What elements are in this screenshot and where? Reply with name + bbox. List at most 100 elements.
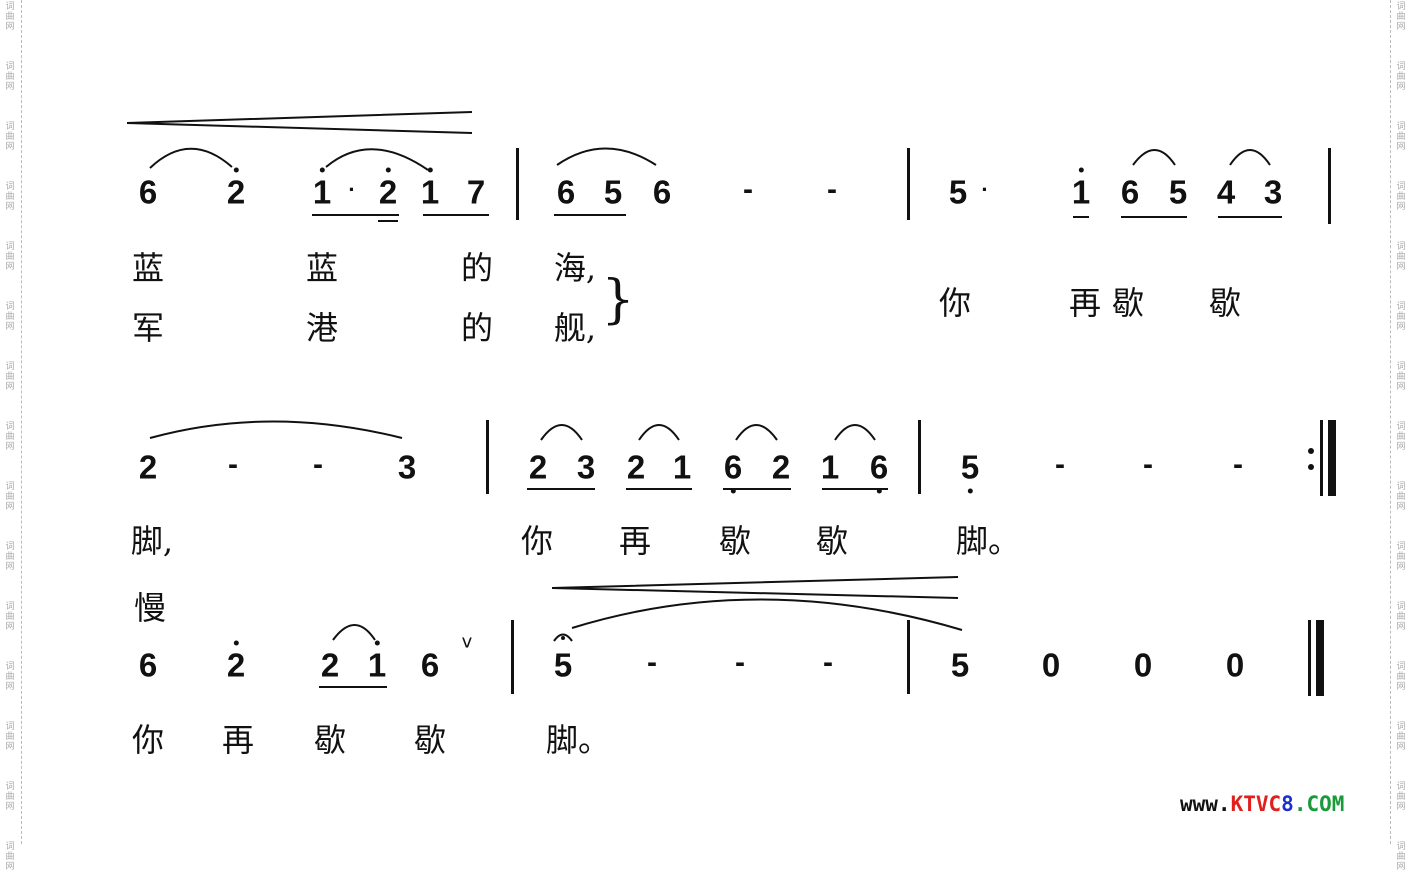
extension-dash: - bbox=[1233, 448, 1243, 481]
lyric: 脚。 bbox=[545, 721, 611, 759]
score-curves bbox=[126, 111, 1271, 642]
slur bbox=[325, 148, 429, 171]
watermark-text: 词曲网 bbox=[1396, 2, 1406, 32]
watermark-text: 词曲网 bbox=[5, 122, 15, 152]
note: 6 bbox=[869, 448, 889, 494]
watermark-text: 词曲网 bbox=[5, 422, 15, 452]
underline bbox=[822, 488, 888, 490]
lyric: 的 bbox=[460, 309, 494, 347]
note: 1 bbox=[672, 448, 692, 486]
lyric: 蓝 bbox=[305, 249, 339, 287]
note: 0 bbox=[1041, 646, 1061, 684]
margin-line-right bbox=[1390, 0, 1391, 844]
underline bbox=[378, 220, 398, 222]
watermark-text: 词曲网 bbox=[1396, 422, 1406, 452]
note: 5 bbox=[960, 448, 980, 494]
barline bbox=[516, 148, 519, 220]
hairpin-row3 bbox=[551, 576, 959, 599]
note: 1 bbox=[820, 448, 840, 486]
lyric: 歇 bbox=[413, 721, 447, 759]
underline bbox=[554, 214, 626, 216]
watermark-text: 词曲网 bbox=[1396, 362, 1406, 392]
extension-dash: - bbox=[313, 448, 323, 481]
extension-dash: - bbox=[735, 646, 745, 679]
underline bbox=[312, 214, 399, 216]
watermark-text: 词曲网 bbox=[5, 362, 15, 392]
note: 5 bbox=[950, 646, 970, 684]
lyric: 军 bbox=[131, 309, 165, 347]
note: 2 bbox=[226, 167, 246, 211]
note: 2 bbox=[320, 646, 340, 684]
watermark-text: 词曲网 bbox=[5, 842, 15, 872]
barline bbox=[907, 620, 910, 694]
slur bbox=[1132, 149, 1176, 166]
watermark-text: 词曲网 bbox=[1396, 122, 1406, 152]
lyric: 歇 bbox=[313, 721, 347, 759]
extension-dash: - bbox=[827, 173, 837, 206]
watermark-text: 词曲网 bbox=[5, 482, 15, 512]
note: 5 bbox=[553, 646, 573, 684]
slur bbox=[1229, 149, 1271, 166]
slur bbox=[638, 424, 680, 441]
lyric: 你 bbox=[520, 522, 554, 560]
watermark-text: 词曲网 bbox=[5, 242, 15, 272]
lyric: 蓝 bbox=[131, 249, 165, 287]
lyric: 你 bbox=[131, 721, 165, 759]
watermark-text: 词曲网 bbox=[5, 662, 15, 692]
note: 2 bbox=[138, 448, 158, 486]
url-prefix: www. bbox=[1180, 792, 1231, 816]
url-brand: KTVC bbox=[1230, 792, 1282, 816]
extension-dash: - bbox=[823, 646, 833, 679]
note: 3 bbox=[397, 448, 417, 486]
lyric: 的 bbox=[460, 249, 494, 287]
watermark-text: 词曲网 bbox=[5, 782, 15, 812]
note: 4 bbox=[1216, 173, 1236, 211]
lyric: 歇 bbox=[718, 522, 752, 560]
note: 0 bbox=[1133, 646, 1153, 684]
url-suffix: .COM bbox=[1293, 792, 1345, 816]
slur bbox=[149, 147, 233, 169]
barline bbox=[907, 148, 910, 220]
final-barline bbox=[1308, 620, 1328, 696]
watermark-text: 词曲网 bbox=[1396, 62, 1406, 92]
note: 1 bbox=[420, 167, 440, 211]
extension-dash: - bbox=[743, 173, 753, 206]
lyric: 歇 bbox=[815, 522, 849, 560]
note: 6 bbox=[138, 646, 158, 684]
underline bbox=[527, 488, 595, 490]
watermark-text: 词曲网 bbox=[1396, 182, 1406, 212]
watermark-text: 词曲网 bbox=[1396, 782, 1406, 812]
barline bbox=[486, 420, 489, 494]
underline bbox=[423, 214, 489, 216]
barline bbox=[511, 620, 514, 694]
note: 5 bbox=[1168, 173, 1188, 211]
lyric: 再 bbox=[618, 522, 652, 560]
watermark-text: 词曲网 bbox=[1396, 842, 1406, 872]
watermark-text: 词曲网 bbox=[1396, 662, 1406, 692]
note: 2 bbox=[378, 167, 398, 211]
watermark-text: 词曲网 bbox=[5, 302, 15, 332]
breath-mark: v bbox=[461, 631, 473, 653]
note: 6 bbox=[556, 173, 576, 211]
lyric: 再 bbox=[221, 721, 255, 759]
watermark-text: 词曲网 bbox=[5, 62, 15, 92]
lyric: 海, bbox=[553, 249, 597, 287]
barline bbox=[918, 420, 921, 494]
lyric: 你 bbox=[938, 284, 972, 322]
underline bbox=[1121, 216, 1187, 218]
lyric: 舰, bbox=[553, 309, 597, 347]
note: 7 bbox=[466, 173, 486, 211]
underline bbox=[1073, 216, 1089, 218]
note: 6 bbox=[723, 448, 743, 494]
underline bbox=[723, 488, 791, 490]
site-url-logo[interactable]: www.KTVC8.COM bbox=[1180, 792, 1344, 816]
watermark-text: 词曲网 bbox=[5, 602, 15, 632]
note: 6 bbox=[138, 173, 158, 211]
slur bbox=[556, 147, 657, 166]
underline bbox=[1218, 216, 1282, 218]
watermark-text: 词曲网 bbox=[1396, 482, 1406, 512]
slur bbox=[571, 598, 963, 631]
note: 0 bbox=[1225, 646, 1245, 684]
note: 6 bbox=[420, 646, 440, 684]
note: 1 bbox=[367, 640, 387, 684]
